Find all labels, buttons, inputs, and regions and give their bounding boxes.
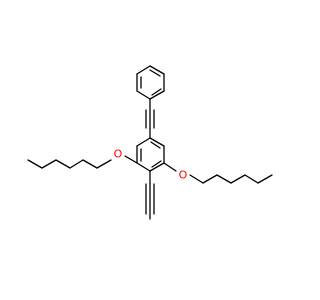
bond	[124, 155, 138, 164]
bond	[136, 137, 151, 147]
ethynyl-group	[145, 170, 155, 220]
bond	[41, 159, 57, 169]
bond	[189, 174, 204, 184]
bond	[216, 174, 232, 184]
bond	[149, 65, 165, 75]
bond	[202, 174, 218, 184]
double-bond-inner	[149, 69, 161, 77]
bond	[69, 159, 84, 169]
phenyl-ring	[136, 65, 165, 100]
bond	[136, 65, 151, 75]
hexyloxy-chain-right	[163, 162, 273, 184]
bond	[149, 137, 165, 147]
bond	[136, 90, 151, 100]
bond	[136, 162, 151, 172]
oxygen-atom-right: O	[179, 169, 188, 182]
alkyne-linker	[145, 98, 155, 139]
bond	[27, 159, 43, 169]
bond	[82, 159, 98, 169]
molecule-structure: O O	[27, 65, 273, 220]
bond	[163, 162, 177, 172]
oxygen-atom-left: O	[114, 148, 123, 161]
double-bond-inner	[150, 141, 161, 149]
bond	[149, 90, 165, 100]
double-bond-inner	[151, 160, 162, 168]
bond	[149, 162, 165, 172]
hexyloxy-chain-left	[27, 155, 138, 169]
oxygen-label-right: O	[179, 169, 188, 182]
bond	[96, 159, 112, 169]
bond	[257, 174, 273, 184]
oxygen-label-left: O	[114, 148, 123, 161]
bond	[55, 159, 71, 169]
bond	[230, 174, 246, 184]
core-ring	[136, 137, 165, 172]
bond	[244, 174, 259, 184]
double-bond-inner	[151, 88, 162, 96]
